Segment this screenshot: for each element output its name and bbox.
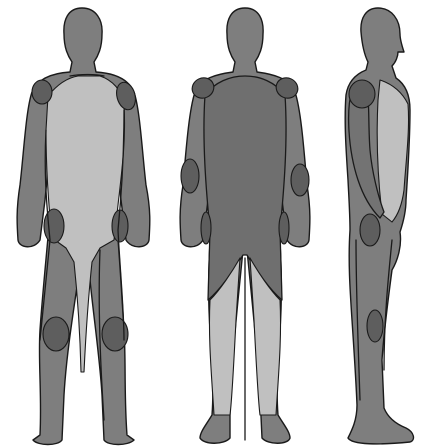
side-view (345, 8, 413, 444)
front-left-shoulder-pad (32, 80, 52, 104)
side-hip-pad (360, 214, 380, 246)
front-view (17, 8, 150, 445)
back-right-elbow-pad (291, 164, 309, 196)
side-shoulder-pad (349, 80, 375, 108)
back-left-elbow-pad (181, 159, 199, 193)
front-left-knee-pad (43, 317, 69, 351)
back-right-hand-pad (279, 212, 289, 244)
back-view (180, 8, 310, 443)
back-left-hand-pad (201, 212, 211, 244)
side-knee-pad (367, 310, 383, 342)
